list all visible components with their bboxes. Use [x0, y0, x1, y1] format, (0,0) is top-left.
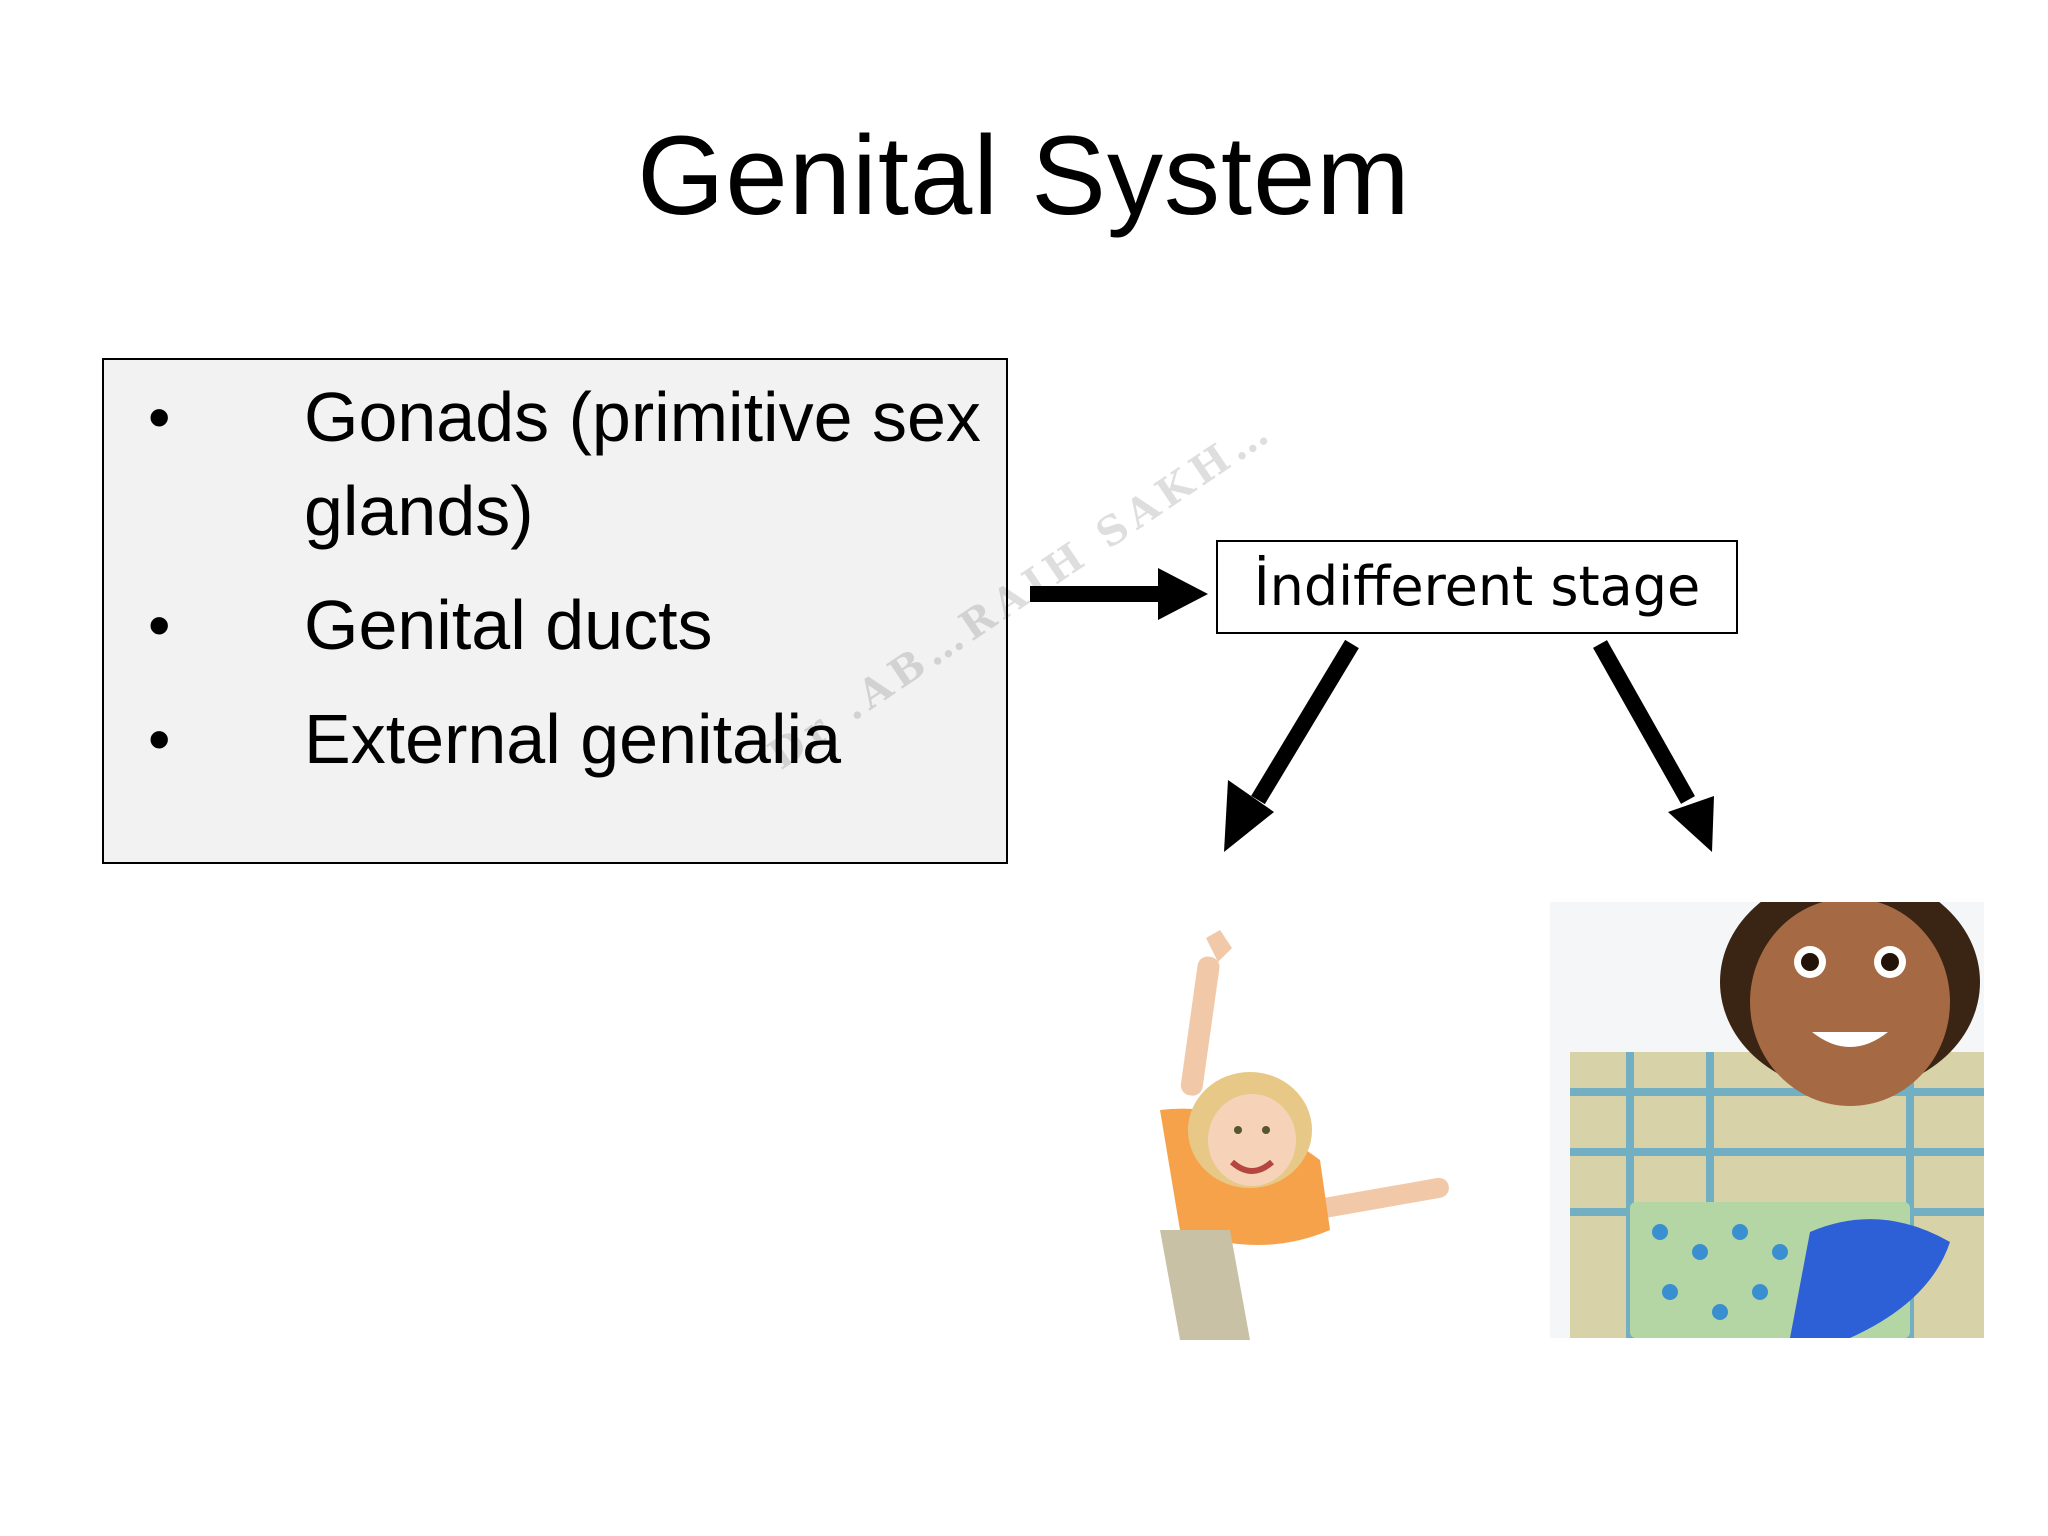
list-item: • Genital ducts: [124, 578, 984, 672]
bullet-text-genital-ducts: Genital ducts: [304, 586, 713, 664]
stage-label-box: İndifferent stage: [1216, 540, 1738, 634]
bullet-icon: •: [148, 381, 171, 453]
bullet-icon: •: [148, 703, 171, 775]
bullet-box: • Gonads (primitive sex glands) • Genita…: [102, 358, 1008, 864]
bullet-text-external-genitalia: External genitalia: [304, 700, 841, 778]
list-item: • External genitalia: [124, 692, 984, 786]
bullet-icon: •: [148, 589, 171, 661]
page-title: Genital System: [637, 113, 1411, 238]
girl-photo: [1140, 930, 1480, 1340]
photo-girl-icon: [1140, 930, 1480, 1340]
arrow-right-icon: [1030, 568, 1208, 620]
bullet-list: • Gonads (primitive sex glands) • Genita…: [124, 370, 984, 806]
list-item: • Gonads (primitive sex glands): [124, 370, 984, 558]
photo-boy-icon: [1550, 902, 1984, 1338]
arrow-down-left-icon: [1224, 639, 1359, 852]
arrow-down-right-icon: [1593, 640, 1714, 852]
bullet-text-gonads: Gonads (primitive sex glands): [304, 378, 981, 550]
boy-photo: [1550, 902, 1984, 1338]
